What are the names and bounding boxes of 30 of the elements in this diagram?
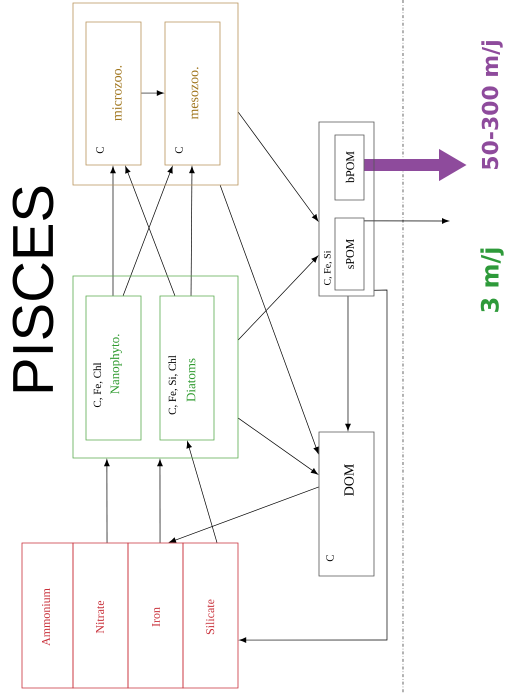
compartment-box: bPOM	[334, 134, 364, 200]
compartment-box: sPOM	[334, 218, 364, 290]
arrow	[104, 459, 110, 544]
arrow	[345, 296, 351, 431]
rate-label: 3 m/j	[480, 248, 504, 312]
arrow	[364, 218, 449, 224]
table-cell: Iron	[128, 542, 184, 688]
arrow	[140, 90, 164, 96]
compartment-box: C DOM	[318, 432, 374, 576]
arrow	[238, 418, 318, 474]
compartment-box: C microzoo.	[86, 22, 142, 166]
table-cell: Silicate	[182, 542, 238, 688]
arrow	[189, 166, 195, 296]
arrow	[239, 290, 388, 643]
table-cell: Ammonium	[22, 542, 74, 688]
arrow	[238, 256, 318, 340]
arrow	[157, 459, 163, 544]
rate-label: 50-300 m/j	[481, 41, 503, 169]
group-box	[72, 276, 238, 458]
arrow	[186, 441, 218, 544]
arrow	[169, 486, 320, 543]
compartment-box: C, Fe, Si, Chl Diatoms	[160, 296, 214, 440]
compartment-box: C, Fe, Chl Nanophyto.	[86, 296, 142, 440]
compartment-box: C mesozoo.	[164, 22, 220, 166]
group-box	[72, 2, 238, 186]
table-cell: Nitrate	[72, 542, 128, 688]
title: PISCES	[12, 186, 54, 392]
arrow	[238, 112, 318, 222]
arrow	[110, 166, 116, 296]
arrow	[220, 184, 319, 454]
